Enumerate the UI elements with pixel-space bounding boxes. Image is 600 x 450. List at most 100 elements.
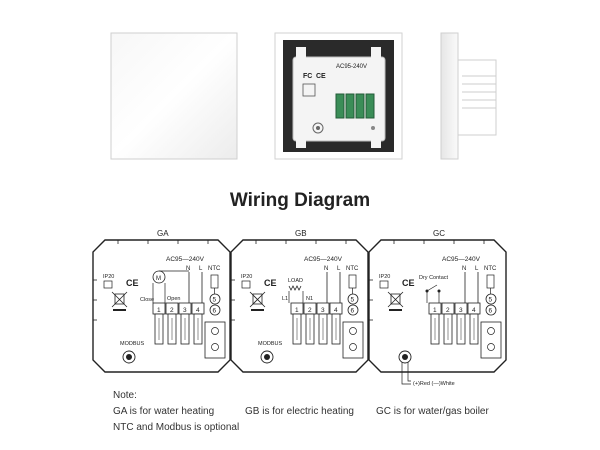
modbus-label: MODBUS <box>120 341 144 347</box>
terminal-number: 1 <box>433 307 437 314</box>
diagram-outline <box>230 239 369 373</box>
side-terminal-number: 5 <box>351 297 355 304</box>
ntc-sensor-icon <box>486 274 495 289</box>
note-ntc: NTC and Modbus is optional <box>113 422 240 433</box>
rs485-wire <box>407 362 411 382</box>
ip-label: IP20 <box>241 274 252 280</box>
ip-box-icon <box>379 280 389 289</box>
terminal-block: 1 2 3 4 <box>152 302 205 345</box>
rs485-label: (+)Red (—)White <box>413 381 455 387</box>
terminal-number: 2 <box>446 307 450 314</box>
ntc-label: NTC <box>208 266 221 272</box>
side-terminal-number: 6 <box>213 308 217 315</box>
socket-hole <box>487 327 495 335</box>
ip-box-icon <box>103 280 113 289</box>
side-terminal-6 <box>347 304 359 316</box>
side-terminal-5 <box>209 293 221 305</box>
thermostat-back-photo: AC95-240V FC CE <box>274 32 403 160</box>
l-label: L <box>337 266 341 272</box>
note-heading: Note: <box>113 390 137 401</box>
contact-point <box>437 289 441 293</box>
weee-bin-icon <box>252 293 263 305</box>
thermostat-front-photo <box>110 32 238 160</box>
weee-bin-icon <box>114 293 125 305</box>
weee-cross <box>387 291 404 308</box>
weee-bar <box>389 309 402 311</box>
socket-hole <box>349 327 357 335</box>
diagram-label: GB <box>295 229 307 238</box>
modbus-connector-core <box>402 354 408 360</box>
terminal-number: 4 <box>196 307 200 314</box>
side-terminal-6 <box>209 304 221 316</box>
heater-load-icon <box>288 285 302 291</box>
terminal-block: 1 2 3 4 <box>428 302 481 345</box>
terminal-number: 1 <box>157 307 161 314</box>
weee-cross <box>111 291 128 308</box>
ntc-label: NTC <box>484 266 497 272</box>
side-socket <box>480 321 502 359</box>
terminal-number: 4 <box>472 307 476 314</box>
ip-label: IP20 <box>103 274 114 280</box>
back-terminal-block <box>335 93 375 119</box>
svg-text:FC: FC <box>303 73 312 80</box>
open-label: Open <box>167 296 180 302</box>
terminal-number: 3 <box>321 307 325 314</box>
side-terminal-number: 6 <box>489 308 493 315</box>
diagram-outline <box>92 239 231 373</box>
side-socket <box>204 321 226 359</box>
power-label: AC95—240V <box>166 256 205 263</box>
modbus-connector-core <box>126 354 132 360</box>
n-label: N <box>186 266 190 272</box>
side-terminal-5 <box>485 293 497 305</box>
back-panel-voltage-text: AC95-240V <box>336 64 367 70</box>
socket-hole <box>211 343 219 351</box>
thermostat-side-photo <box>440 32 497 160</box>
side-terminal-5 <box>347 293 359 305</box>
terminal-number: 3 <box>459 307 463 314</box>
ip-label: IP20 <box>379 274 390 280</box>
ntc-sensor-icon <box>348 274 357 289</box>
terminal-number: 3 <box>183 307 187 314</box>
side-terminal-number: 5 <box>213 297 217 304</box>
weee-cross <box>249 291 266 308</box>
socket-hole <box>211 327 219 335</box>
load-label: LOAD <box>288 278 303 284</box>
rs485-wire <box>401 362 411 385</box>
terminal-number: 1 <box>295 307 299 314</box>
l1-label: L1 <box>282 296 288 302</box>
diagram-label: GA <box>157 229 169 238</box>
terminal-number: 2 <box>308 307 312 314</box>
terminal-number: 2 <box>170 307 174 314</box>
terminal-block: 1 2 3 4 <box>290 302 343 345</box>
svg-text:CE: CE <box>316 73 326 80</box>
n-label: N <box>324 266 328 272</box>
socket-hole <box>349 343 357 351</box>
ce-mark: CE <box>126 278 139 288</box>
ntc-label: NTC <box>346 266 359 272</box>
modbus-label: MODBUS <box>258 341 282 347</box>
page-title: Wiring Diagram <box>229 190 371 211</box>
ce-mark: CE <box>402 278 415 288</box>
note-gc: GC is for water/gas boiler <box>376 406 489 417</box>
note-gb: GB is for electric heating <box>245 406 354 417</box>
diagram-label: GC <box>433 229 445 238</box>
weee-bar <box>251 309 264 311</box>
dry-contact-label: Dry Contact <box>419 275 449 281</box>
power-label: AC95—240V <box>304 256 343 263</box>
l-label: L <box>475 266 479 272</box>
weee-bin-icon <box>390 293 401 305</box>
ip-box-icon <box>241 280 251 289</box>
n1-label: N1 <box>306 296 313 302</box>
valve-motor-letter: M <box>156 276 161 282</box>
ce-mark: CE <box>264 278 277 288</box>
n-label: N <box>462 266 466 272</box>
ntc-sensor-icon <box>210 274 219 289</box>
modbus-connector-core <box>264 354 270 360</box>
terminal-number: 4 <box>334 307 338 314</box>
power-label: AC95—240V <box>442 256 481 263</box>
weee-bar <box>113 309 126 311</box>
close-label: Close <box>140 297 154 303</box>
